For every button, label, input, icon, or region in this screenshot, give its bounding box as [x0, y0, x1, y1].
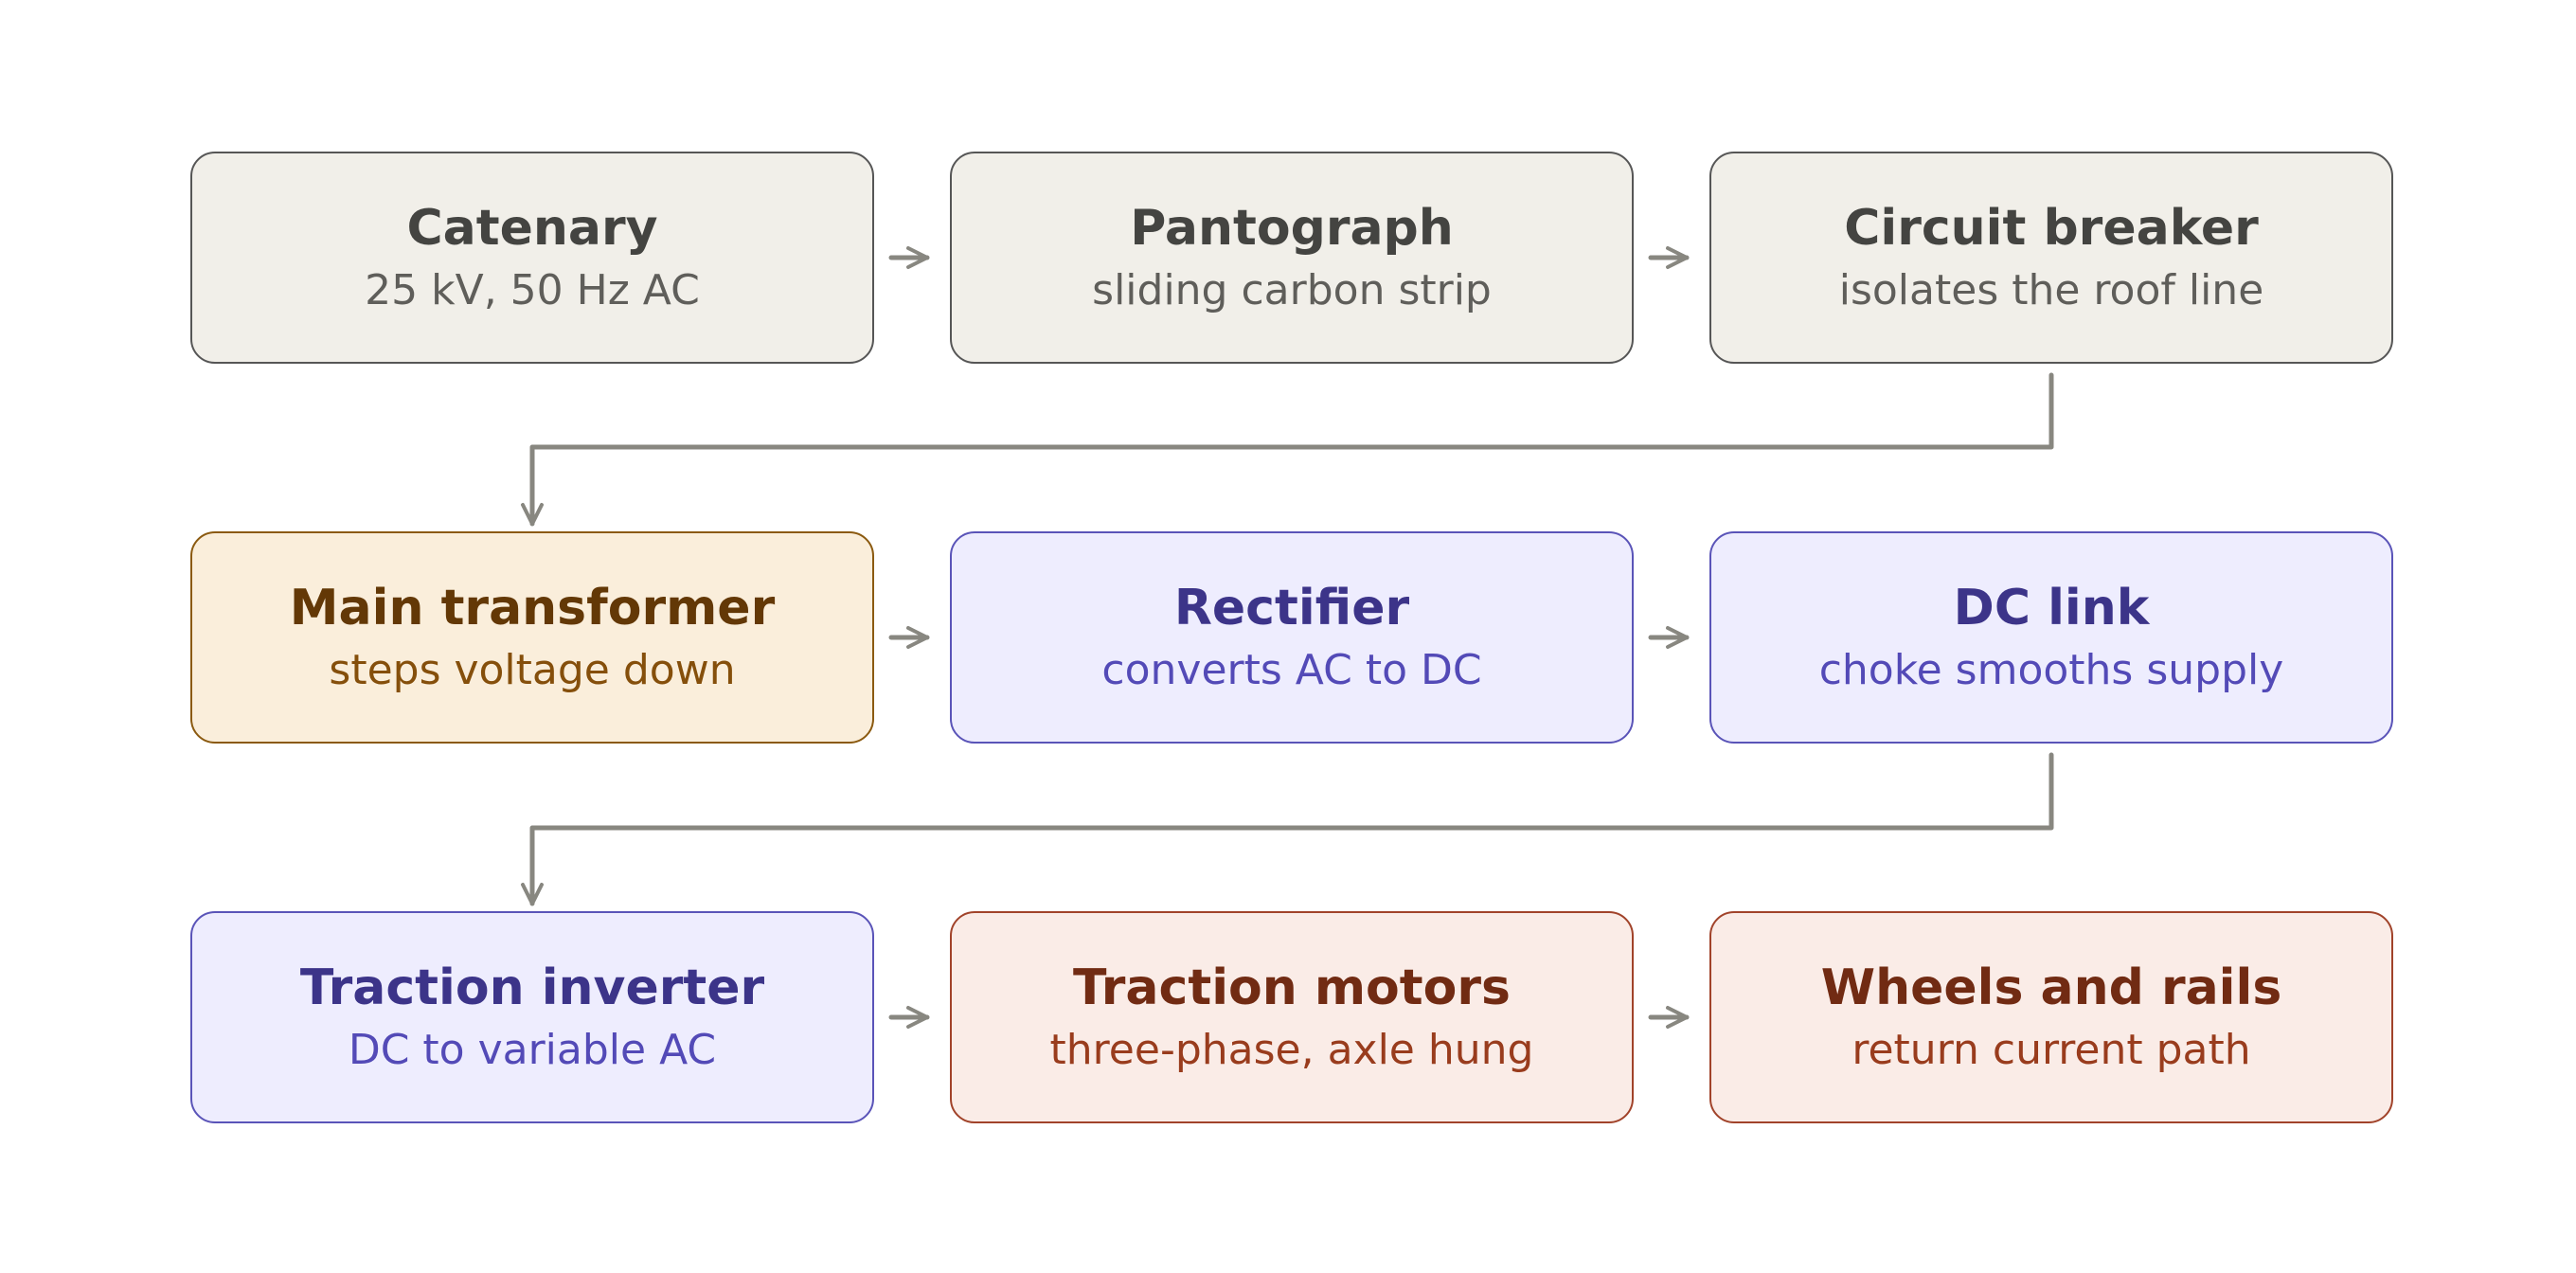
edge-circuit-breaker-to-main-transformer	[521, 372, 2054, 527]
node-subtitle: DC to variable AC	[348, 1025, 717, 1074]
node-wheels-and-rails: Wheels and rails return current path	[1709, 911, 2393, 1123]
node-title: Rectifier	[1173, 580, 1410, 637]
node-catenary: Catenary 25 kV, 50 Hz AC	[190, 152, 874, 364]
node-title: Main transformer	[289, 580, 776, 637]
node-subtitle: three-phase, axle hung	[1049, 1025, 1534, 1074]
node-subtitle: isolates the roof line	[1838, 265, 2264, 314]
node-rectifier: Rectifier converts AC to DC	[950, 531, 1634, 744]
node-circuit-breaker: Circuit breaker isolates the roof line	[1709, 152, 2393, 364]
node-title: Traction inverter	[299, 959, 765, 1017]
node-subtitle: return current path	[1852, 1025, 2251, 1074]
node-title: DC link	[1953, 580, 2150, 637]
node-traction-motors: Traction motors three-phase, axle hung	[950, 911, 1634, 1123]
node-title: Wheels and rails	[1820, 959, 2282, 1017]
edge-dc-link-to-traction-inverter	[521, 752, 2054, 906]
node-subtitle: sliding carbon strip	[1092, 265, 1492, 314]
node-title: Pantograph	[1130, 200, 1454, 258]
node-title: Catenary	[406, 200, 658, 258]
node-subtitle: 25 kV, 50 Hz AC	[365, 265, 700, 314]
node-subtitle: converts AC to DC	[1101, 645, 1482, 694]
node-title: Circuit breaker	[1844, 200, 2259, 258]
node-subtitle: steps voltage down	[329, 645, 736, 694]
node-title: Traction motors	[1073, 959, 1511, 1017]
node-dc-link: DC link choke smooths supply	[1709, 531, 2393, 744]
node-traction-inverter: Traction inverter DC to variable AC	[190, 911, 874, 1123]
node-main-transformer: Main transformer steps voltage down	[190, 531, 874, 744]
node-subtitle: choke smooths supply	[1818, 645, 2284, 694]
node-pantograph: Pantograph sliding carbon strip	[950, 152, 1634, 364]
